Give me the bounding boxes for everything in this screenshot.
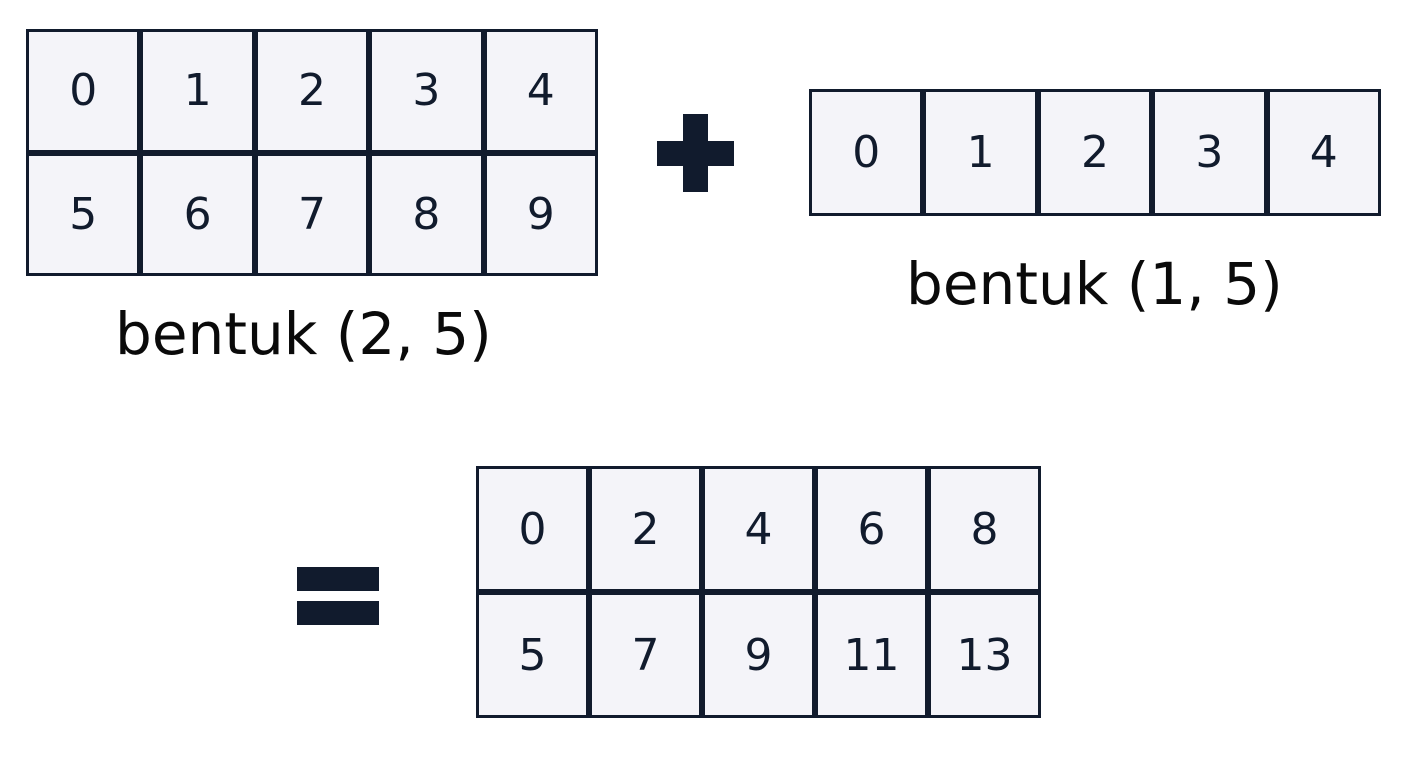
matrix-a-cell: 9: [486, 155, 595, 273]
matrix-a-cell: 8: [372, 155, 481, 273]
matrix-b-cell: 2: [1040, 92, 1150, 213]
matrix-b-cell: 4: [1269, 92, 1378, 213]
equals-icon-top-bar: [297, 567, 379, 591]
result-matrix-cell: 0: [479, 469, 586, 589]
matrix-a-cell: 6: [143, 155, 252, 273]
equals-icon-bottom-bar: [297, 601, 379, 625]
result-matrix-cell: 7: [592, 595, 699, 715]
result-matrix: 0 2 4 6 8 5 7 9 11 13: [476, 466, 1041, 718]
result-matrix-cell: 11: [818, 595, 925, 715]
matrix-a-cell: 3: [372, 32, 481, 150]
plus-icon-vertical-bar: [683, 114, 708, 192]
matrix-a-cell: 1: [143, 32, 252, 150]
matrix-a-cell: 0: [29, 32, 138, 150]
result-matrix-cell: 6: [818, 469, 925, 589]
matrix-b-cell: 1: [926, 92, 1035, 213]
result-matrix-cell: 4: [705, 469, 812, 589]
matrix-a-cell: 5: [29, 155, 138, 273]
matrix-a: 0 1 2 3 4 5 6 7 8 9: [26, 29, 598, 276]
result-matrix-cell: 5: [479, 595, 586, 715]
matrix-a-cell: 2: [257, 32, 367, 150]
matrix-b-cell: 0: [812, 92, 921, 213]
matrix-b-cell: 3: [1155, 92, 1264, 213]
matrix-a-cell: 4: [486, 32, 595, 150]
result-matrix-cell: 13: [931, 595, 1038, 715]
result-matrix-cell: 2: [592, 469, 699, 589]
matrix-b-shape-label: bentuk (1, 5): [906, 250, 1283, 318]
result-matrix-cell: 9: [705, 595, 812, 715]
matrix-b: 0 1 2 3 4: [809, 89, 1381, 216]
matrix-a-shape-label: bentuk (2, 5): [115, 300, 492, 368]
matrix-a-cell: 7: [257, 155, 367, 273]
result-matrix-cell: 8: [931, 469, 1038, 589]
